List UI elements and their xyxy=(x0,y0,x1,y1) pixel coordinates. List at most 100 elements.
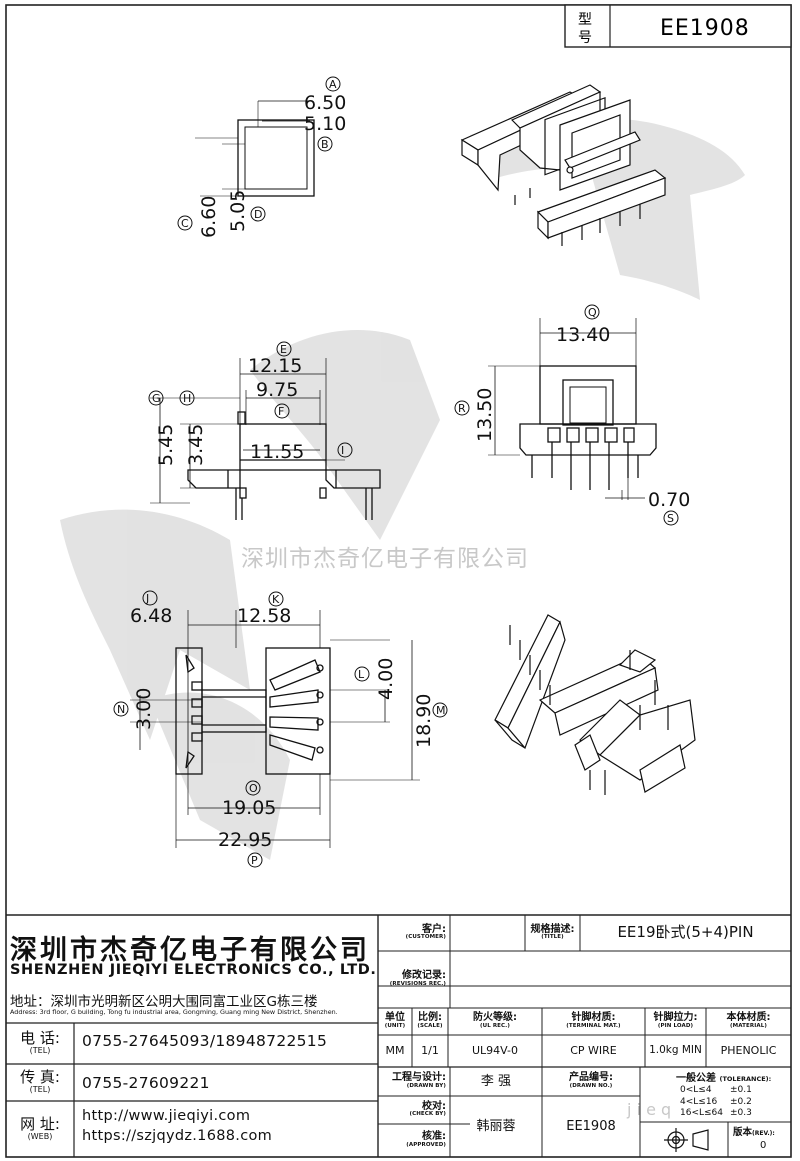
model-box xyxy=(564,4,792,48)
model-label-1: 型 xyxy=(578,12,592,28)
dim-s: 0.70 xyxy=(648,489,690,511)
company-address-en: Address: 3rd floor, G building, Tong fu … xyxy=(10,1008,338,1016)
dim-e: 12.15 xyxy=(248,355,302,377)
sheet-border xyxy=(5,4,792,1158)
side-view xyxy=(488,318,657,500)
iso-view-2 xyxy=(494,614,696,795)
svg-text:P: P xyxy=(251,854,258,867)
svg-text:M: M xyxy=(436,704,446,717)
front-view xyxy=(150,358,381,520)
tolerance-row: 16<L≤64±0.3 xyxy=(680,1108,752,1118)
svg-text:K: K xyxy=(272,593,280,606)
company-address-cn: 地址：深圳市光明新区公明大围同富工业区G栋三楼 xyxy=(10,994,318,1010)
svg-text:F: F xyxy=(278,405,284,418)
unit-value: MM xyxy=(385,1044,405,1058)
company-name-en: SHENZHEN JIEQIYI ELECTRONICS CO., LTD. xyxy=(10,962,377,978)
website-link-1[interactable]: http://www.jieqiyi.com xyxy=(82,1108,251,1124)
dim-q: 13.40 xyxy=(556,324,610,346)
scale-label: 比例:(SCALE) xyxy=(417,1012,443,1029)
terminal-label: 针脚材质:(TERMINAL MAT.) xyxy=(566,1012,621,1029)
svg-text:L: L xyxy=(358,668,365,681)
dim-g: 5.45 xyxy=(155,424,177,466)
fax-label: 传 真: (TEL) xyxy=(20,1068,60,1095)
callout-circles-front: E F G H I xyxy=(148,341,353,458)
approved-value: 韩丽蓉 xyxy=(476,1118,516,1134)
callout-circles-side: Q R S xyxy=(454,304,679,526)
tolerance-table: 0<L≤4±0.1 4<L≤16±0.2 16<L≤64±0.3 xyxy=(680,1085,752,1120)
material-value: PHENOLIC xyxy=(720,1044,777,1058)
scale-value: 1/1 xyxy=(421,1044,439,1058)
svg-text:S: S xyxy=(667,512,674,525)
svg-text:J: J xyxy=(145,592,149,605)
drawn-label: 工程与设计:(DRAWN BY) xyxy=(392,1072,446,1089)
ul-label: 防火等级:(UL REC.) xyxy=(473,1012,517,1029)
drawno-label: 产品编号:(DRAWN NO.) xyxy=(569,1072,613,1089)
dim-n: 3.00 xyxy=(133,688,155,730)
drawno-value: EE1908 xyxy=(566,1118,616,1134)
customer-value xyxy=(450,915,525,951)
model-value: EE1908 xyxy=(660,16,750,41)
web-label: 网 址: (WEB) xyxy=(20,1114,60,1141)
dim-c: 6.60 xyxy=(198,196,220,238)
approved-label: 核准:(APPROVED) xyxy=(406,1131,446,1148)
svg-text:C: C xyxy=(181,217,189,230)
pinload-value: 1.0kg MIN xyxy=(649,1044,702,1057)
watermark-text: 深圳市杰奇亿电子有限公司 xyxy=(241,546,529,572)
svg-text:D: D xyxy=(254,208,262,221)
check-label: 校对:(CHECK BY) xyxy=(409,1100,446,1118)
svg-text:B: B xyxy=(321,138,329,151)
pinload-label: 针脚拉力:(PIN LOAD) xyxy=(653,1012,698,1029)
dim-b: 5.10 xyxy=(304,113,346,135)
projection-symbol-icon xyxy=(664,1128,709,1152)
revisions-label: 修改记录:(REVISIONS REC.) xyxy=(389,970,446,987)
unit-label: 单位(UNIT) xyxy=(384,1012,406,1029)
svg-text:I: I xyxy=(341,444,344,457)
title-label: 规格描述:(TITLE) xyxy=(530,923,575,941)
company-name-cn: 深圳市杰奇亿电子有限公司 xyxy=(10,935,370,966)
customer-label: 客户:(CUSTOMER) xyxy=(405,923,446,941)
svg-text:R: R xyxy=(458,402,466,415)
callout-circles-top: A B C D xyxy=(177,76,341,231)
tel-value: 0755-27645093/18948722515 xyxy=(82,1032,328,1050)
svg-text:N: N xyxy=(117,703,125,716)
dim-h: 3.45 xyxy=(185,424,207,466)
iso-view-1 xyxy=(460,84,667,246)
dim-l: 4.00 xyxy=(375,658,397,700)
svg-text:H: H xyxy=(183,392,191,405)
callout-circles-bottom: J K L M N O P xyxy=(113,590,448,868)
svg-text:A: A xyxy=(329,78,337,91)
tel-label: 电 话: (TEL) xyxy=(20,1029,60,1056)
dim-a: 6.50 xyxy=(304,92,346,114)
dim-f: 9.75 xyxy=(256,379,298,401)
watermark-url: j i e q xyxy=(626,1100,671,1119)
fax-value: 0755-27609221 xyxy=(82,1074,210,1092)
dim-r: 13.50 xyxy=(474,388,496,442)
title-value: EE19卧式(5+4)PIN xyxy=(617,923,754,942)
dim-j: 6.48 xyxy=(130,605,172,627)
dim-p: 22.95 xyxy=(218,829,272,851)
dim-m: 18.90 xyxy=(413,694,435,748)
tolerance-row: 0<L≤4±0.1 xyxy=(680,1085,752,1095)
svg-text:E: E xyxy=(280,343,287,356)
material-label: 本体材质:(MATERIAL) xyxy=(726,1012,771,1029)
ul-value: UL94V-0 xyxy=(471,1044,519,1058)
tolerance-label: 一般公差 (TOLERANCE): xyxy=(676,1073,772,1084)
bottom-view xyxy=(130,610,420,848)
terminal-value: CP WIRE xyxy=(570,1044,617,1058)
top-view xyxy=(195,100,315,197)
model-label-2: 号 xyxy=(578,30,592,46)
dim-d: 5.05 xyxy=(227,190,249,232)
dim-o: 19.05 xyxy=(222,797,276,819)
svg-text:Q: Q xyxy=(588,306,597,319)
svg-text:G: G xyxy=(152,392,161,405)
tolerance-row: 4<L≤16±0.2 xyxy=(680,1096,752,1107)
dim-k: 12.58 xyxy=(237,605,291,627)
revision-value: 0 xyxy=(760,1140,767,1151)
revision-label: 版本(REV.): xyxy=(733,1127,775,1138)
drawn-value: 李 强 xyxy=(480,1073,512,1089)
dim-i: 11.55 xyxy=(250,441,304,463)
website-link-2[interactable]: https://szjqydz.1688.com xyxy=(82,1128,273,1144)
svg-text:O: O xyxy=(249,782,258,795)
title-block-grid xyxy=(6,914,791,1157)
